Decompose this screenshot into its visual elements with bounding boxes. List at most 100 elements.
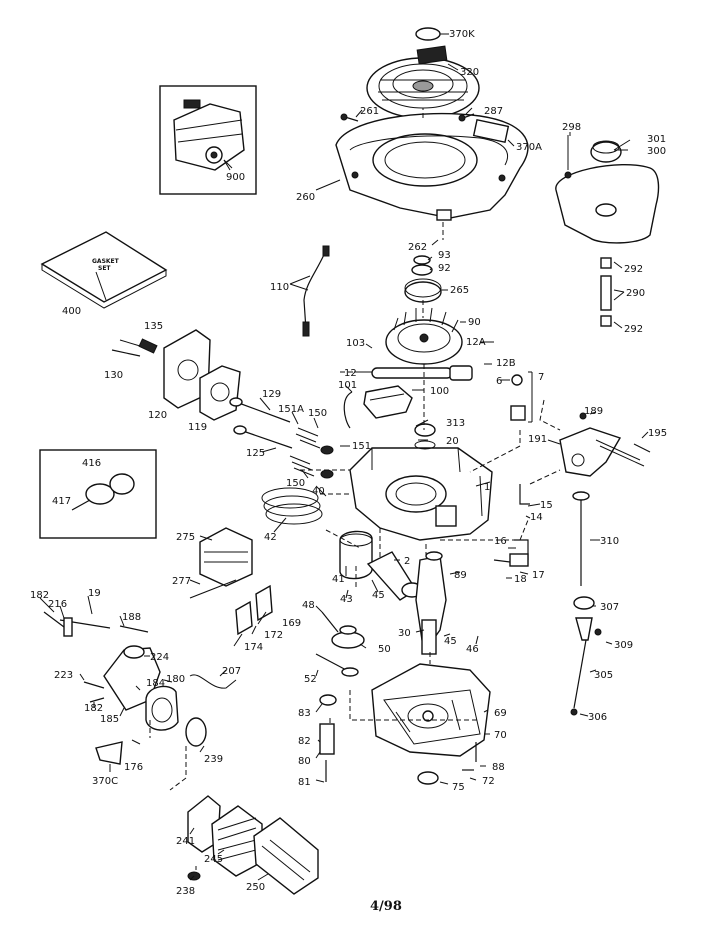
label-185: 185 (100, 714, 119, 725)
spark-wire-110 (302, 245, 330, 337)
label-16: 16 (494, 536, 507, 547)
label-7: 7 (538, 372, 544, 383)
label-169: 169 (282, 618, 301, 629)
label-191: 191 (528, 434, 547, 445)
label-88: 88 (492, 762, 505, 773)
label-189: 189 (584, 406, 603, 417)
label-370C: 370C (92, 776, 118, 787)
spacer-172 (235, 584, 273, 636)
label-301: 301 (647, 134, 666, 145)
fuel-line-290 (600, 257, 612, 327)
engine-inset-900 (159, 85, 257, 195)
label-151A: 151A (278, 404, 304, 415)
label-1: 1 (484, 482, 490, 493)
label-265: 265 (450, 285, 469, 296)
label-70: 70 (494, 730, 507, 741)
label-81: 81 (298, 777, 311, 788)
label-89: 89 (454, 570, 467, 581)
control-bracket-191 (559, 412, 651, 477)
label-290: 290 (626, 288, 645, 299)
dipstick-310 (570, 491, 602, 716)
label-216: 216 (48, 599, 67, 610)
label-90: 90 (468, 317, 481, 328)
label-93: 93 (438, 250, 451, 261)
label-416: 416 (82, 458, 101, 469)
label-129: 129 (262, 389, 281, 400)
label-176: 176 (124, 762, 143, 773)
label-41: 41 (332, 574, 345, 585)
camshaft-50 (315, 611, 365, 677)
recoil-starter-320 (366, 27, 480, 119)
fuel-tank-300 (555, 135, 660, 244)
part-labels: 370K 320 261 287 370A 260 900 298 301 30… (30, 29, 667, 897)
blower-housing-260 (335, 112, 529, 221)
label-260: 260 (296, 192, 315, 203)
gasket-text-2: SET (98, 265, 111, 272)
label-75: 75 (452, 782, 465, 793)
assembly-lines (149, 108, 561, 870)
air-filter-250 (187, 795, 319, 895)
label-245: 245 (204, 854, 223, 865)
label-292b: 292 (624, 324, 643, 335)
label-135: 135 (144, 321, 163, 332)
label-110: 110 (270, 282, 289, 293)
label-223: 223 (54, 670, 73, 681)
label-80: 80 (298, 756, 311, 767)
label-309: 309 (614, 640, 633, 651)
label-15: 15 (540, 500, 553, 511)
label-42: 42 (264, 532, 277, 543)
valves-125-129 (229, 397, 334, 479)
label-300: 300 (647, 146, 666, 157)
label-6: 6 (496, 376, 502, 387)
label-370K: 370K (449, 29, 475, 40)
label-261: 261 (360, 106, 379, 117)
label-125: 125 (246, 448, 265, 459)
label-307: 307 (600, 602, 619, 613)
label-174: 174 (244, 642, 263, 653)
label-150a: 150 (308, 408, 327, 419)
label-417: 417 (52, 496, 71, 507)
label-188: 188 (122, 612, 141, 623)
label-50: 50 (378, 644, 391, 655)
gasket-text-1: GASKET (92, 258, 120, 265)
gasket-set-400: GASKET SET (40, 231, 168, 309)
label-298: 298 (562, 122, 581, 133)
leader-lines (39, 33, 649, 881)
label-320: 320 (460, 67, 479, 78)
label-306: 306 (588, 712, 607, 723)
piston-rings-42 (261, 487, 373, 580)
label-19: 19 (88, 588, 101, 599)
carburetor-180 (43, 611, 237, 747)
screws-261-287 (340, 113, 510, 143)
crankshaft-30 (366, 551, 447, 655)
breather-275 (189, 527, 253, 599)
label-12A: 12A (466, 337, 486, 348)
label-52: 52 (304, 674, 317, 685)
label-12: 12 (344, 368, 357, 379)
label-241: 241 (176, 836, 195, 847)
label-82: 82 (298, 736, 311, 747)
label-184: 184 (146, 678, 165, 689)
label-2: 2 (404, 556, 410, 567)
label-313: 313 (446, 418, 465, 429)
label-172: 172 (264, 630, 283, 641)
flywheel-90 (385, 255, 463, 365)
label-17: 17 (532, 570, 545, 581)
ignition-coil-100 (343, 365, 526, 429)
label-238: 238 (176, 886, 195, 897)
label-182b: 182 (84, 703, 103, 714)
label-101: 101 (338, 380, 357, 391)
label-287: 287 (484, 106, 503, 117)
intake-parts-120 (111, 329, 241, 421)
label-275: 275 (176, 532, 195, 543)
label-103: 103 (346, 338, 365, 349)
label-119: 119 (188, 422, 207, 433)
label-305: 305 (594, 670, 613, 681)
inset-416 (39, 449, 157, 539)
label-69: 69 (494, 708, 507, 719)
label-180: 180 (166, 674, 185, 685)
engine-base-69 (371, 663, 491, 757)
oil-pump-parts (319, 694, 477, 785)
label-48: 48 (302, 600, 315, 611)
